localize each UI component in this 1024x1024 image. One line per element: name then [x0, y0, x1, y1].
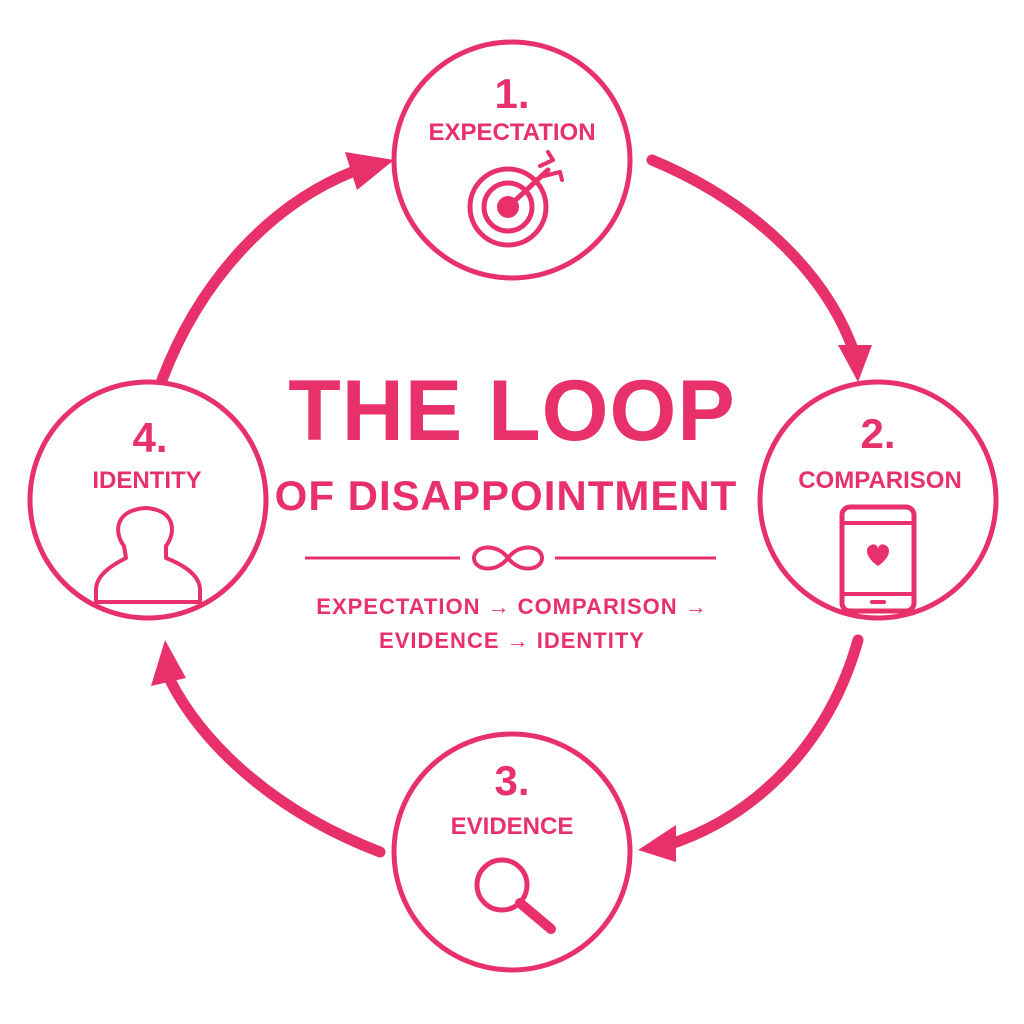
infinity-icon [471, 545, 545, 571]
magnifier-icon [474, 857, 556, 934]
flow-line-2: EVIDENCE → IDENTITY [379, 628, 645, 653]
node-label: EXPECTATION [428, 119, 595, 146]
node-number: 3. [494, 757, 529, 804]
node-number: 2. [860, 410, 895, 457]
node-label: IDENTITY [92, 467, 201, 494]
node-label: COMPARISON [798, 467, 962, 494]
phone-heart-icon [839, 504, 917, 614]
node-number: 1. [494, 70, 529, 117]
node-expectation: 1. EXPECTATION [391, 39, 633, 281]
node-number: 4. [132, 414, 167, 461]
node-evidence: 3. EVIDENCE [391, 731, 633, 973]
arrow-expectation-to-comparison [646, 154, 872, 382]
title-main: THE LOOP [288, 363, 736, 459]
arrow-identity-to-expectation [156, 152, 394, 386]
person-icon [94, 506, 202, 604]
title-sub: OF DISAPPOINTMENT [275, 472, 738, 519]
node-comparison: 2. COMPARISON [757, 379, 999, 621]
node-identity: 4. IDENTITY [27, 379, 269, 621]
center-title: THE LOOP OF DISAPPOINTMENT EXPECTATION →… [275, 363, 738, 653]
target-icon [467, 150, 564, 248]
node-label: EVIDENCE [451, 813, 574, 840]
arrow-comparison-to-evidence [638, 634, 864, 862]
flow-line-1: EXPECTATION → COMPARISON → [316, 594, 707, 619]
arrow-evidence-to-identity [151, 640, 386, 858]
